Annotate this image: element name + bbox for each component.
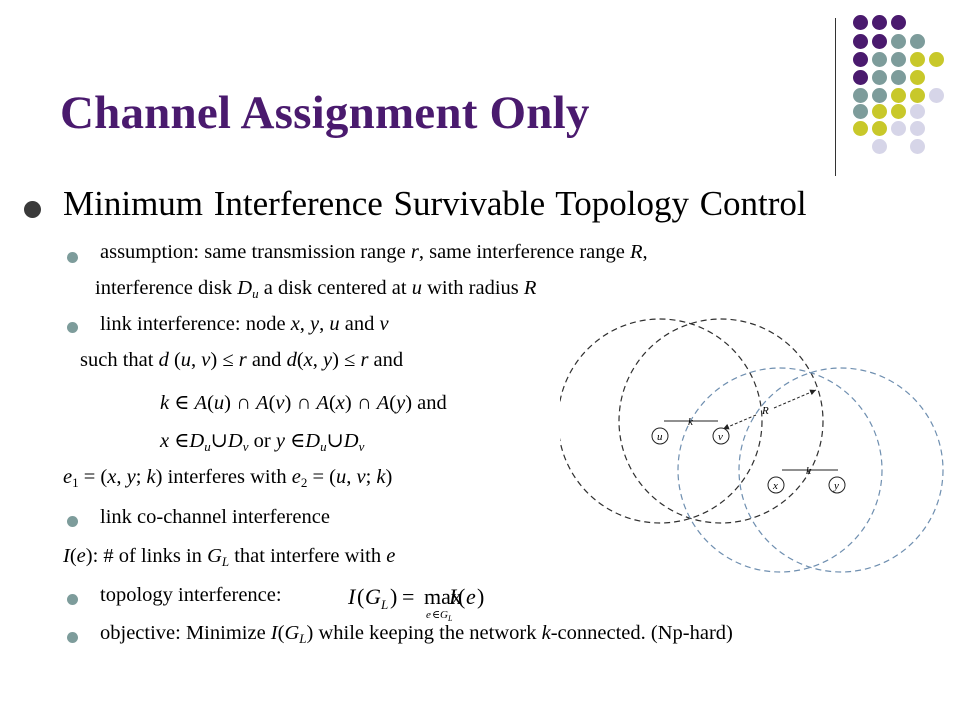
formula-lhs-g: G xyxy=(365,584,381,609)
formula-under-g: G xyxy=(440,609,448,621)
node-u-label: u xyxy=(657,431,663,443)
ie-definition-text: I(e): # of links in GL that interfere wi… xyxy=(63,545,396,569)
formula-eq: = xyxy=(402,584,414,609)
interference-disk-text: interference disk Du a disk centered at … xyxy=(95,277,537,301)
formula-lhs-open: ( xyxy=(357,584,364,609)
decorative-divider xyxy=(835,18,836,176)
link-xy-label: k xyxy=(806,465,812,477)
node-v xyxy=(712,427,730,445)
node-u xyxy=(651,427,669,445)
bullet-cochannel xyxy=(67,516,78,527)
interference-disk-u xyxy=(560,318,763,524)
formula-under-e: e xyxy=(426,609,431,621)
formula-under-l: L xyxy=(447,614,453,622)
cochannel-text: link co-channel interference xyxy=(100,506,330,528)
node-x xyxy=(767,476,785,494)
decorative-dot-grid xyxy=(0,0,960,170)
link-uv-label: k xyxy=(688,416,694,428)
topology-text: topology interference: xyxy=(100,584,282,606)
main-bullet xyxy=(24,201,41,218)
main-heading: Minimum Interference Survivable Topology… xyxy=(63,184,807,223)
slide-title: Channel Assignment Only xyxy=(60,87,590,139)
formula-under-in: ∈ xyxy=(432,609,440,621)
interference-disk-v xyxy=(618,318,824,524)
radius-label: R xyxy=(761,405,769,417)
bullet-assumption xyxy=(67,252,78,263)
formula-rhs-close: ) xyxy=(477,584,484,609)
radius-arrow-left xyxy=(722,414,757,430)
objective-text: objective: Minimize I(GL) while keeping … xyxy=(100,622,733,646)
node-x-label: x xyxy=(772,480,778,492)
disk-condition-text: x ∈Du∪Dv or y ∈Du∪Dv xyxy=(160,430,365,454)
bullet-topology xyxy=(67,594,78,605)
assumption-text: assumption: same transmission range r, s… xyxy=(100,241,648,263)
bullet-link-interference xyxy=(67,322,78,333)
interference-disk-y xyxy=(738,367,944,573)
formula-lhs-i: I xyxy=(347,584,357,609)
interference-relation-text: e1 = (x, y; k) interferes with e2 = (u, … xyxy=(63,466,393,490)
formula-rhs-i: I xyxy=(448,584,458,609)
radius-arrow-right xyxy=(773,389,817,409)
formula-rhs-open: ( xyxy=(458,584,465,609)
link-interference-text: link interference: node x, y, u and v xyxy=(100,313,389,335)
channel-condition-text: k ∈ A(u) ∩ A(v) ∩ A(x) ∩ A(y) and xyxy=(160,392,447,414)
formula-lhs-sub: L xyxy=(380,597,388,612)
topology-formula: I ( G L ) = max I ( e ) e ∈ G L xyxy=(347,584,484,622)
formula-rhs-e: e xyxy=(466,584,476,609)
node-v-label: v xyxy=(718,431,723,443)
node-y-label: y xyxy=(833,480,839,492)
interference-diagram: k k R u v x y xyxy=(560,318,944,573)
such-that-text: such that d (u, v) ≤ r and d(x, y) ≤ r a… xyxy=(80,349,404,371)
bullet-objective xyxy=(67,632,78,643)
interference-disk-x xyxy=(677,367,883,573)
node-y xyxy=(828,476,846,494)
formula-max: max xyxy=(424,584,462,609)
formula-lhs-close: ) xyxy=(390,584,397,609)
